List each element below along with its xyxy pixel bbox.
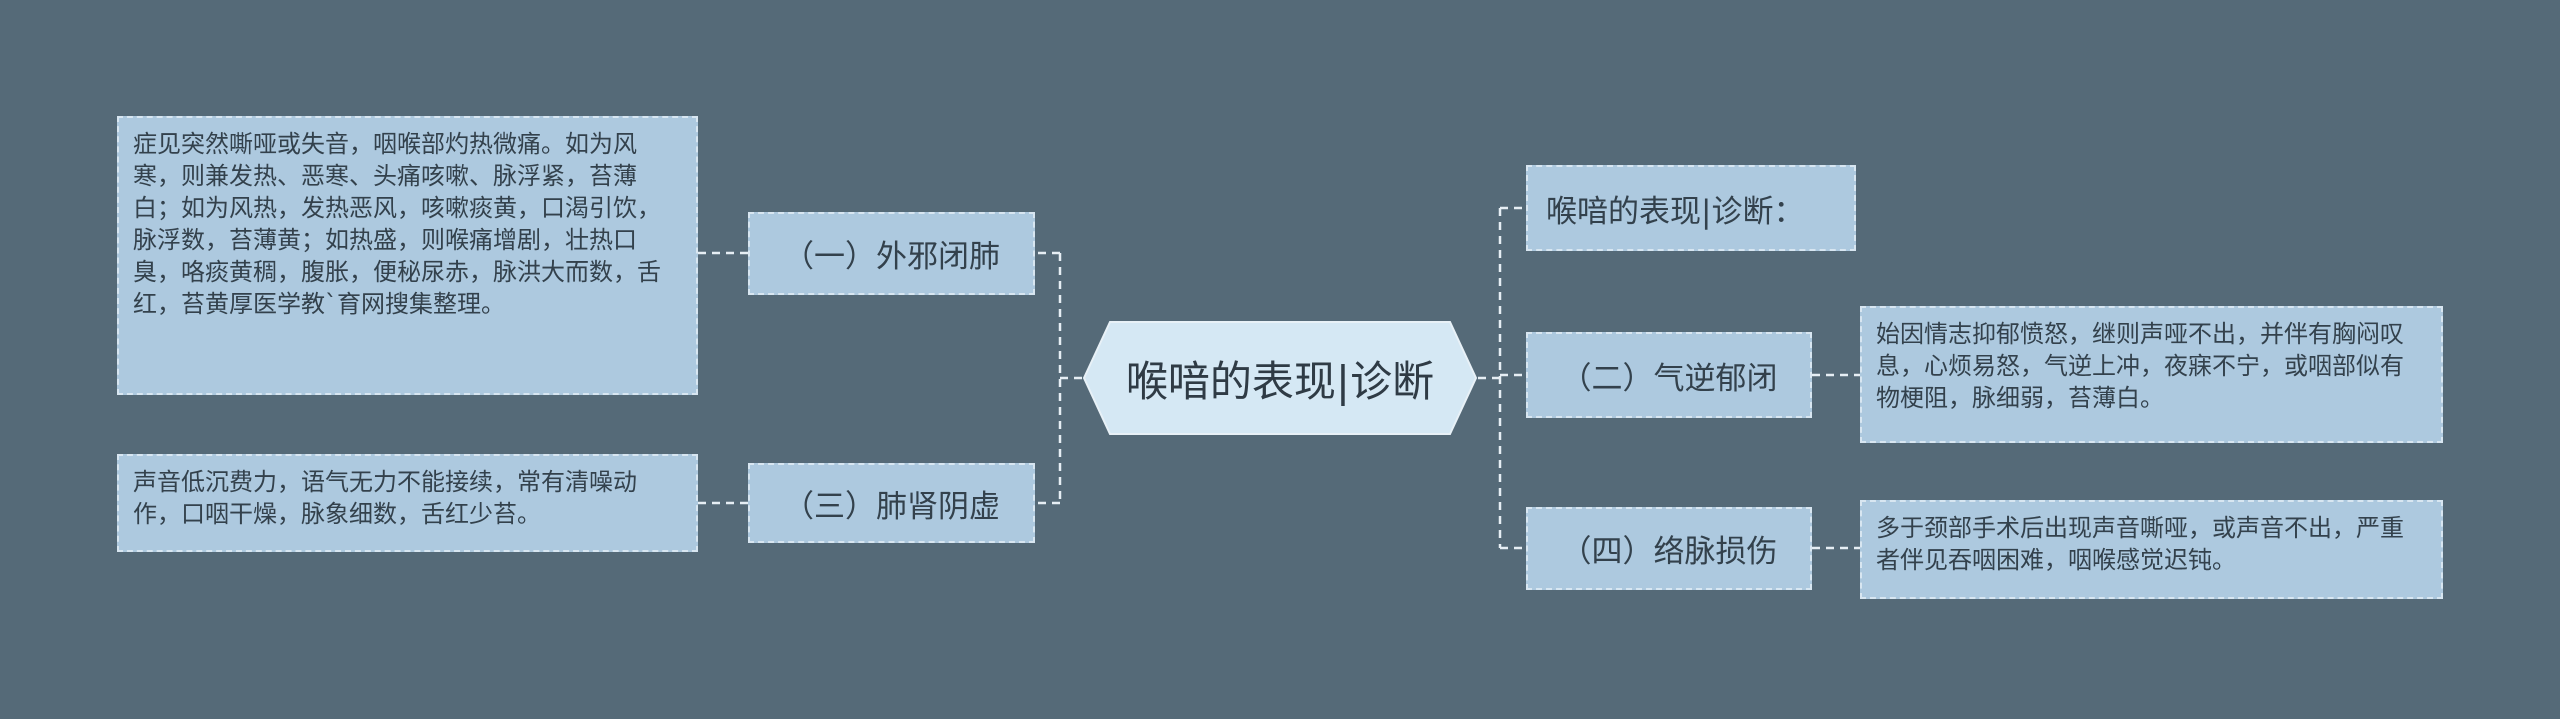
detail-lung-kidney-yin: 声音低沉费力，语气无力不能接续，常有清噪动作，口咽干燥，脉象细数，舌红少苔。: [117, 454, 698, 552]
detail-collateral-injury: 多于颈部手术后出现声音嘶哑，或声音不出，严重者伴见吞咽困难，咽喉感觉迟钝。: [1860, 500, 2443, 599]
root-hexagon: [1082, 321, 1478, 435]
root-label: 喉喑的表现|诊断: [1125, 356, 1435, 406]
branch-external-pathogen[interactable]: （一）外邪闭肺: [748, 212, 1035, 295]
branch-qi-stagnation[interactable]: （二）气逆郁闭: [1526, 332, 1812, 418]
branch-collateral-injury[interactable]: （四）络脉损伤: [1526, 507, 1812, 590]
branch-lung-kidney-yin[interactable]: （三）肺肾阴虚: [748, 463, 1035, 543]
detail-external-pathogen: 症见突然嘶哑或失音，咽喉部灼热微痛。如为风寒，则兼发热、恶寒、头痛咳嗽、脉浮紧，…: [117, 116, 698, 395]
root-node[interactable]: 喉喑的表现|诊断: [1082, 320, 1478, 436]
detail-qi-stagnation: 始因情志抑郁愤怒，继则声哑不出，并伴有胸闷叹息，心烦易怒，气逆上冲，夜寐不宁，或…: [1860, 306, 2443, 443]
heading-node[interactable]: 喉喑的表现|诊断：: [1526, 165, 1856, 251]
